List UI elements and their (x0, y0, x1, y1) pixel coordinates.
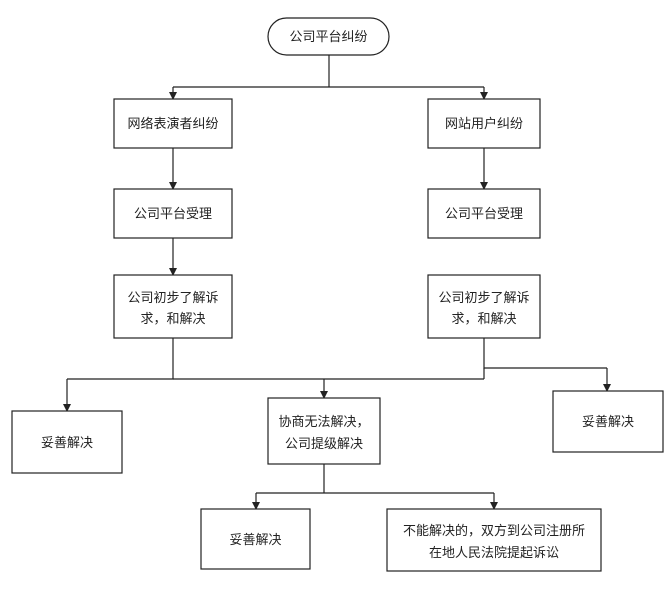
right-accept-box (427, 188, 541, 239)
resolve-bottom-box (200, 508, 311, 570)
resolve-right-box (552, 390, 664, 453)
node-left-accept: 公司平台受理 (113, 188, 233, 239)
right-accept-label: 公司平台受理 (445, 207, 523, 222)
resolve-right-label: 妥善解决 (582, 414, 634, 430)
connectors (63, 55, 611, 510)
root-label: 公司平台纠纷 (289, 30, 367, 45)
node-performer-dispute: 网络表演者纠纷 (113, 98, 233, 149)
right-understand-line1: 公司初步了解诉 (438, 291, 529, 306)
node-resolve-right: 妥善解决 (552, 390, 664, 453)
root-shape (267, 17, 390, 56)
negotiate-line1: 协商无法解决， (278, 415, 369, 430)
user-dispute-label: 网站用户纠纷 (445, 116, 523, 132)
lawsuit-line2: 在地人民法院提起诉讼 (429, 545, 559, 561)
right-understand-line2: 求，和解决 (451, 312, 516, 327)
performer-dispute-box (113, 98, 233, 149)
resolve-left-box (11, 410, 123, 474)
performer-dispute-label: 网络表演者纠纷 (127, 116, 218, 132)
node-negotiate: 协商无法解决， 公司提级解决 (267, 397, 381, 465)
node-resolve-left: 妥善解决 (11, 410, 123, 474)
node-resolve-bottom: 妥善解决 (200, 508, 311, 570)
connector-right-l3-down (483, 338, 607, 369)
node-user-dispute: 网站用户纠纷 (427, 98, 541, 149)
node-right-accept: 公司平台受理 (427, 188, 541, 239)
left-understand-box (113, 274, 233, 339)
user-dispute-box (427, 98, 541, 149)
left-accept-label: 公司平台受理 (134, 207, 212, 222)
lawsuit-line1: 不能解决的，双方到公司注册所 (403, 523, 585, 539)
node-lawsuit: 不能解决的，双方到公司注册所 在地人民法院提起诉讼 (386, 508, 602, 572)
negotiate-line2: 公司提级解决 (285, 436, 363, 452)
right-understand-box (427, 274, 541, 339)
connector-left-l3-down (67, 338, 174, 380)
resolve-bottom-label: 妥善解决 (229, 532, 281, 548)
lawsuit-box (386, 508, 602, 572)
node-left-understand: 公司初步了解诉 求，和解决 (113, 274, 233, 339)
left-accept-box (113, 188, 233, 239)
node-root: 公司平台纠纷 (267, 17, 390, 56)
resolve-left-label: 妥善解决 (41, 435, 93, 451)
left-understand-line2: 求，和解决 (140, 312, 205, 327)
node-right-understand: 公司初步了解诉 求，和解决 (427, 274, 541, 339)
negotiate-box (267, 397, 381, 465)
left-understand-line1: 公司初步了解诉 (127, 291, 218, 306)
